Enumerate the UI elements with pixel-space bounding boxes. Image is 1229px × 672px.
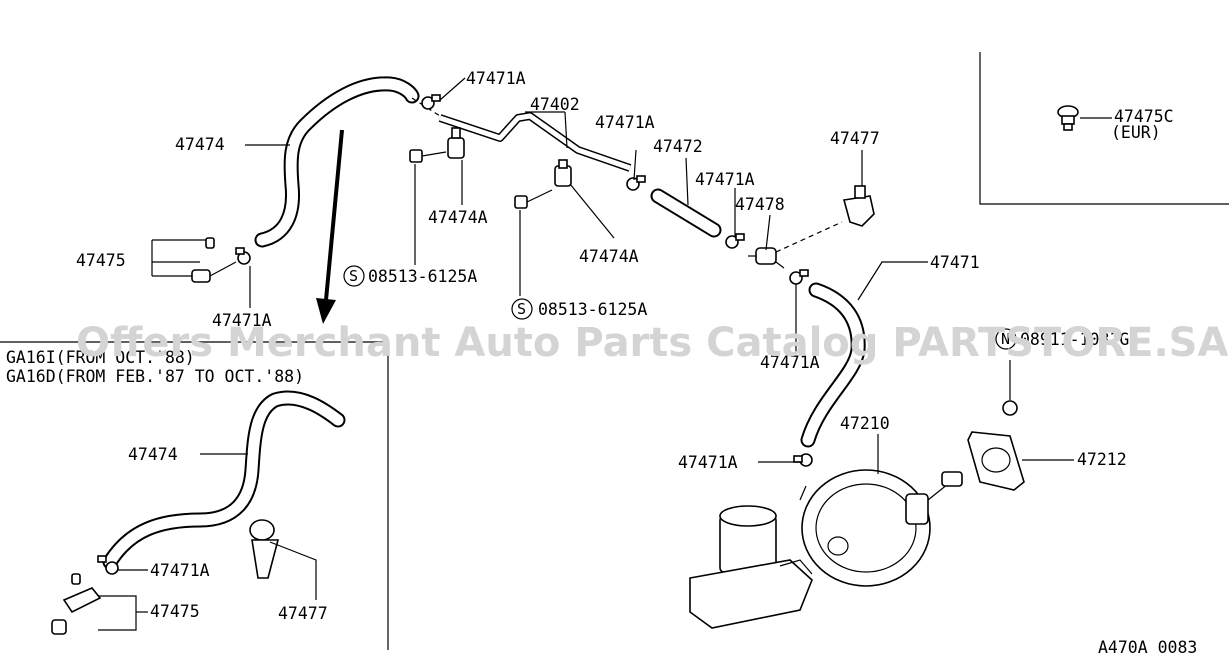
bolt-08513-2[interactable] bbox=[514, 189, 553, 209]
label-47475[interactable]: 47475 bbox=[76, 251, 126, 270]
bolt-08513-1[interactable] bbox=[409, 149, 447, 163]
label-47471[interactable]: 47471 bbox=[930, 253, 980, 272]
inset-frame: GA16I(FROM OCT.'88) GA16D(FROM FEB.'87 T… bbox=[0, 341, 389, 650]
label-47474a-1[interactable]: 47474A bbox=[428, 208, 488, 227]
label-47210[interactable]: 47210 bbox=[840, 414, 890, 433]
label-47471a-r[interactable]: 47471A bbox=[695, 170, 755, 189]
check-valve-47478[interactable] bbox=[748, 247, 785, 269]
grommet-47475c[interactable] bbox=[1057, 105, 1079, 131]
label-47477[interactable]: 47477 bbox=[830, 129, 880, 148]
figure-code: A470A 0083 bbox=[1098, 638, 1197, 657]
label-47471a-c[interactable]: 47471A bbox=[678, 453, 738, 472]
inset-label-47474[interactable]: 47474 bbox=[128, 445, 178, 464]
label-47471a-left[interactable]: 47471A bbox=[212, 311, 272, 330]
label-47474[interactable]: 47474 bbox=[175, 135, 225, 154]
label-08513-1[interactable]: S 08513-6125A bbox=[343, 265, 477, 287]
pipe-clip-2[interactable] bbox=[554, 159, 572, 187]
hose-47471[interactable] bbox=[800, 282, 866, 448]
inset-connector-47475[interactable] bbox=[51, 573, 102, 635]
clamp-47471a-bottom[interactable] bbox=[793, 453, 813, 467]
hose-47474[interactable] bbox=[254, 76, 420, 248]
label-47475c[interactable]: 47475C bbox=[1114, 107, 1174, 126]
label-08911[interactable]: N 08911-1081G bbox=[995, 328, 1129, 350]
label-47212[interactable]: 47212 bbox=[1077, 450, 1127, 469]
inset-label-47475[interactable]: 47475 bbox=[150, 602, 200, 621]
s-symbol-1: S bbox=[349, 267, 358, 285]
clamp-47471a-mid[interactable] bbox=[626, 175, 646, 191]
label-08513-2[interactable]: S 08513-6125A bbox=[511, 298, 647, 320]
inset-hose-47474[interactable] bbox=[102, 390, 346, 570]
clamp-47471a-top[interactable] bbox=[421, 94, 441, 110]
label-47471a-b[interactable]: 47471A bbox=[760, 353, 820, 372]
bracket-47477[interactable] bbox=[842, 185, 875, 227]
svg-text:08513-6125A: 08513-6125A bbox=[538, 300, 647, 319]
inset-line-2: GA16D(FROM FEB.'87 TO OCT.'88) bbox=[6, 367, 304, 386]
inset-bracket-47477[interactable] bbox=[249, 519, 280, 579]
clamp-47471a-r2[interactable] bbox=[789, 269, 809, 285]
nut-08911[interactable] bbox=[1002, 360, 1018, 416]
leader-lines bbox=[98, 77, 1074, 631]
pipe-clip-1[interactable] bbox=[447, 127, 465, 159]
gasket-47212[interactable] bbox=[967, 431, 1025, 491]
brake-booster-47210[interactable] bbox=[799, 469, 963, 587]
svg-text:08513-6125A: 08513-6125A bbox=[368, 267, 477, 286]
label-47472[interactable]: 47472 bbox=[653, 137, 703, 156]
label-47478[interactable]: 47478 bbox=[735, 195, 785, 214]
label-47402[interactable]: 47402 bbox=[530, 95, 580, 114]
master-cylinder[interactable] bbox=[689, 505, 813, 629]
eur-box: 47475C (EUR) bbox=[979, 52, 1229, 205]
svg-text:08911-1081G: 08911-1081G bbox=[1020, 330, 1129, 349]
clamp-47471a-r1[interactable] bbox=[725, 233, 745, 249]
label-47471a-top[interactable]: 47471A bbox=[466, 69, 526, 88]
inset-label-47477[interactable]: 47477 bbox=[278, 604, 328, 623]
s-symbol-2: S bbox=[517, 300, 526, 318]
hose-47472[interactable] bbox=[650, 188, 722, 238]
inset-label-47471a[interactable]: 47471A bbox=[150, 561, 210, 580]
connector-47475[interactable] bbox=[191, 237, 237, 283]
inset-line-1: GA16I(FROM OCT.'88) bbox=[6, 348, 195, 367]
label-47474a-2[interactable]: 47474A bbox=[579, 247, 639, 266]
n-symbol: N bbox=[1001, 330, 1010, 348]
clamp-47471a-left[interactable] bbox=[235, 247, 251, 265]
label-47471a-mid[interactable]: 47471A bbox=[595, 113, 655, 132]
inset-clamp-47471a[interactable] bbox=[97, 555, 119, 575]
watermark: Offers Merchant Auto Parts Catalog PARTS… bbox=[76, 320, 1228, 366]
label-eur: (EUR) bbox=[1111, 123, 1161, 142]
vacuum-pipe-47402[interactable] bbox=[438, 112, 632, 172]
direction-arrow bbox=[316, 129, 344, 324]
